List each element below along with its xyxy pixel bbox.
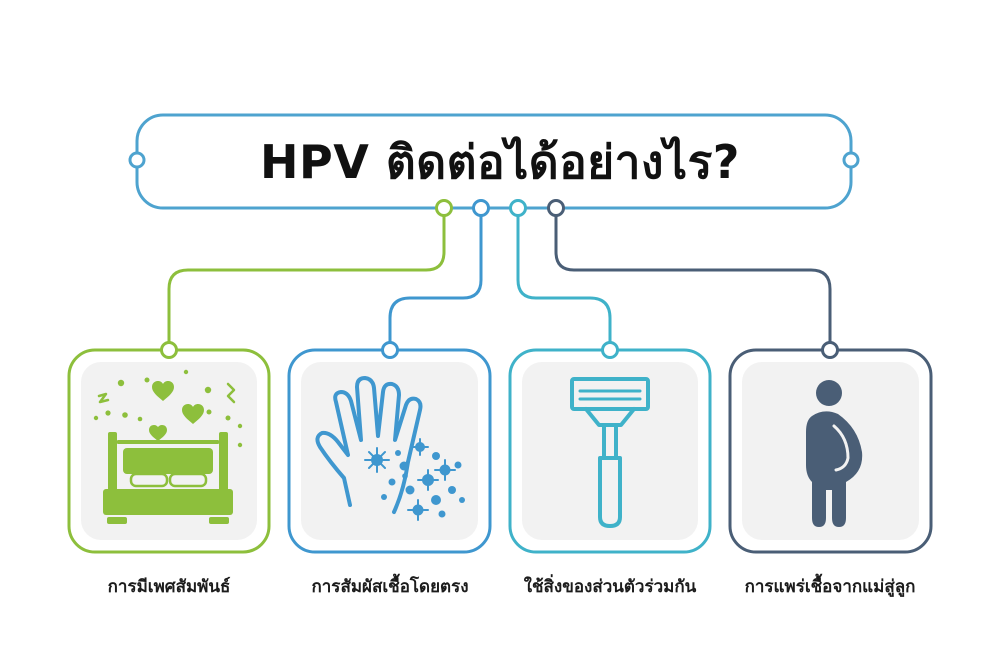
node-slate — [547, 199, 565, 217]
connectors — [167, 216, 832, 342]
hand-virus-icon — [315, 376, 465, 521]
caption-sexual-contact: การมีเพศสัมพันธ์ — [107, 577, 231, 597]
card-shared-items — [508, 341, 712, 554]
caption-mother-to-child: การแพร่เชื้อจากแม่สู่ลูก — [744, 577, 916, 597]
title-left-node — [128, 151, 146, 169]
connector-green — [167, 216, 446, 342]
card-direct-contact — [287, 341, 492, 554]
title-bottom-nodes — [435, 199, 565, 217]
node-teal — [509, 199, 527, 217]
title-right-node — [842, 151, 860, 169]
caption-shared-items: ใช้สิ่งของส่วนตัวร่วมกัน — [523, 577, 697, 597]
pregnant-woman-icon — [806, 380, 863, 527]
razor-icon — [570, 377, 650, 528]
caption-direct-contact: การสัมผัสเชื้อโดยตรง — [311, 577, 469, 597]
node-green — [435, 199, 453, 217]
connector-slate — [554, 216, 832, 342]
card-mother-to-child — [728, 341, 933, 554]
bed-hearts-icon — [93, 369, 243, 524]
card-sexual-contact — [67, 341, 271, 554]
connector-blue — [388, 216, 483, 342]
connector-teal — [516, 216, 612, 342]
title-box — [128, 113, 860, 210]
page-title: HPV ติดต่อได้อย่างไร? — [260, 134, 740, 189]
node-blue — [472, 199, 490, 217]
